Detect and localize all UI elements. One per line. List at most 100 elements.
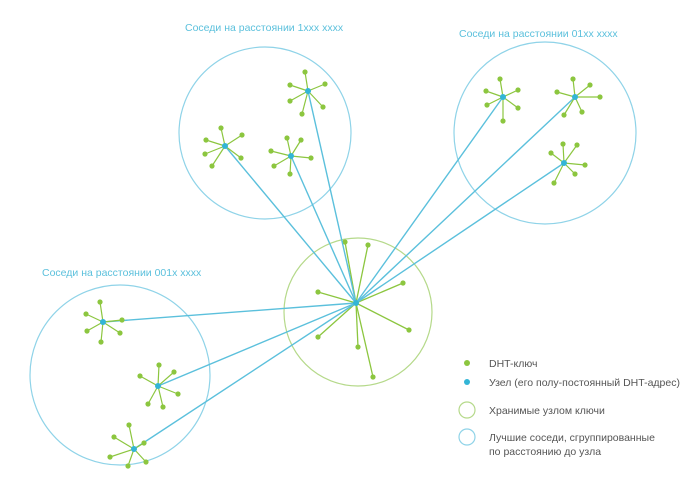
legend-stored-ring	[458, 401, 476, 419]
main-key-dot	[315, 334, 321, 340]
legend-neighbor-text: Лучшие соседи, сгруппированные	[489, 432, 655, 444]
neighbor-key-dot	[308, 155, 314, 161]
neighbor-key-dot	[287, 98, 293, 104]
neighbor-key-link	[85, 313, 104, 323]
neighbor-key-link	[157, 385, 179, 395]
neighbor-key-dot	[287, 171, 293, 177]
neighbor-key-link	[553, 162, 565, 184]
neighbor-key-dot	[137, 373, 143, 379]
neighbor-key-link	[307, 83, 326, 92]
neighbor-key-link	[100, 321, 104, 343]
neighbor-key-link	[102, 319, 123, 323]
neighbor-key-link	[273, 155, 292, 167]
neighbor-group-circle-1xxx	[178, 46, 352, 220]
neighbor-key-dot	[175, 391, 181, 397]
group-label-001x: Соседи на расстоянии 001x xxxx	[42, 267, 202, 279]
neighbor-key-dot	[111, 434, 117, 440]
neighbor-key-dot	[582, 162, 588, 168]
key-links	[315, 239, 412, 380]
neighbor-key-dot	[119, 317, 125, 323]
neighbor-key-link	[224, 134, 243, 147]
neighbor-node-dot	[561, 160, 567, 166]
neighbor-key-dot	[302, 69, 308, 75]
neighbor-node-star	[483, 76, 521, 124]
neighbor-node-dot	[288, 153, 294, 159]
neighbor-node-star	[268, 135, 314, 177]
neighbor-key-link	[289, 84, 309, 92]
neighbor-key-dot	[271, 163, 277, 169]
neighbor-key-link	[127, 448, 135, 467]
neighbor-key-dot	[284, 135, 290, 141]
legend-neighbor-text-2: по расстоянию до узла	[489, 446, 601, 458]
neighbor-key-dot	[484, 102, 490, 108]
neighbor-key-dot	[209, 163, 215, 169]
neighbor-key-link	[556, 91, 576, 98]
neighbor-key-link	[289, 155, 292, 175]
neighbor-group-circle-001x	[29, 284, 211, 466]
neighbor-key-dot	[202, 151, 208, 157]
neighbor-key-link	[128, 424, 135, 450]
main-key-link	[355, 244, 369, 304]
neighbor-node-star	[137, 362, 181, 410]
legend-node-dot	[464, 379, 470, 385]
neighbor-key-link	[304, 71, 309, 92]
neighbor-key-dot	[579, 109, 585, 115]
neighbor-key-dot	[554, 89, 560, 95]
neighbor-key-link	[307, 90, 324, 108]
neighbor-key-dot	[497, 76, 503, 82]
neighbor-key-dot	[587, 82, 593, 88]
neighbor-key-link	[574, 84, 591, 98]
neighbor-key-link	[204, 145, 226, 155]
neighbor-key-link	[290, 155, 312, 159]
neighbor-key-dot	[97, 299, 103, 305]
neighbor-key-dot	[500, 118, 506, 124]
neighbor-node-star	[107, 422, 149, 469]
neighbor-key-link	[113, 436, 135, 450]
neighbor-key-link	[502, 96, 519, 109]
neighbor-node-dot	[572, 94, 578, 100]
neighbor-key-link	[224, 145, 242, 159]
group-label-1xxx: Соседи на расстоянии 1xxx xxxx	[185, 22, 344, 34]
main-key-link	[317, 302, 357, 338]
neighbor-key-link	[147, 385, 159, 405]
neighbor-key-dot	[268, 148, 274, 154]
neighbor-key-dot	[203, 137, 209, 143]
neighbor-key-dot	[597, 94, 603, 100]
neighbor-node-dot	[100, 319, 106, 325]
neighbor-link	[355, 96, 504, 304]
neighbor-key-dot	[560, 141, 566, 147]
legend-neighbor-ring	[458, 428, 476, 446]
neighbor-node-star	[83, 299, 125, 345]
neighbor-key-link	[301, 90, 309, 115]
neighbor-links	[102, 90, 576, 450]
neighbor-key-dot	[171, 369, 177, 375]
legend-stored-text: Хранимые узлом ключи	[489, 405, 605, 417]
neighbor-group-circle-01xx	[453, 41, 637, 225]
main-key-dot	[406, 327, 412, 333]
neighbor-key-link	[563, 96, 576, 116]
neighbor-link	[355, 96, 576, 304]
neighbor-key-dot	[141, 440, 147, 446]
neighbor-key-link	[290, 139, 302, 157]
neighbor-key-dot	[84, 328, 90, 334]
neighbor-key-link	[563, 162, 586, 166]
neighbor-key-dot	[238, 155, 244, 161]
main-key-link	[355, 302, 374, 378]
neighbor-key-dot	[143, 459, 149, 465]
neighbor-key-dot	[322, 81, 328, 87]
neighbor-key-link	[211, 145, 226, 167]
neighbor-key-dot	[287, 82, 293, 88]
neighbor-node-star	[287, 69, 328, 117]
group-label-01xx: Соседи на расстоянии 01xx xxxx	[459, 28, 618, 40]
neighbor-key-link	[139, 375, 159, 387]
neighbor-key-link	[289, 90, 309, 102]
neighbor-key-dot	[298, 137, 304, 143]
neighbor-key-dot	[551, 180, 557, 186]
neighbor-key-link	[157, 371, 175, 387]
neighbor-key-dot	[117, 330, 123, 336]
main-node	[353, 300, 359, 306]
neighbor-link	[157, 302, 357, 387]
neighbor-key-dot	[483, 88, 489, 94]
neighbor-stars	[83, 69, 603, 469]
neighbor-key-link	[286, 137, 292, 157]
